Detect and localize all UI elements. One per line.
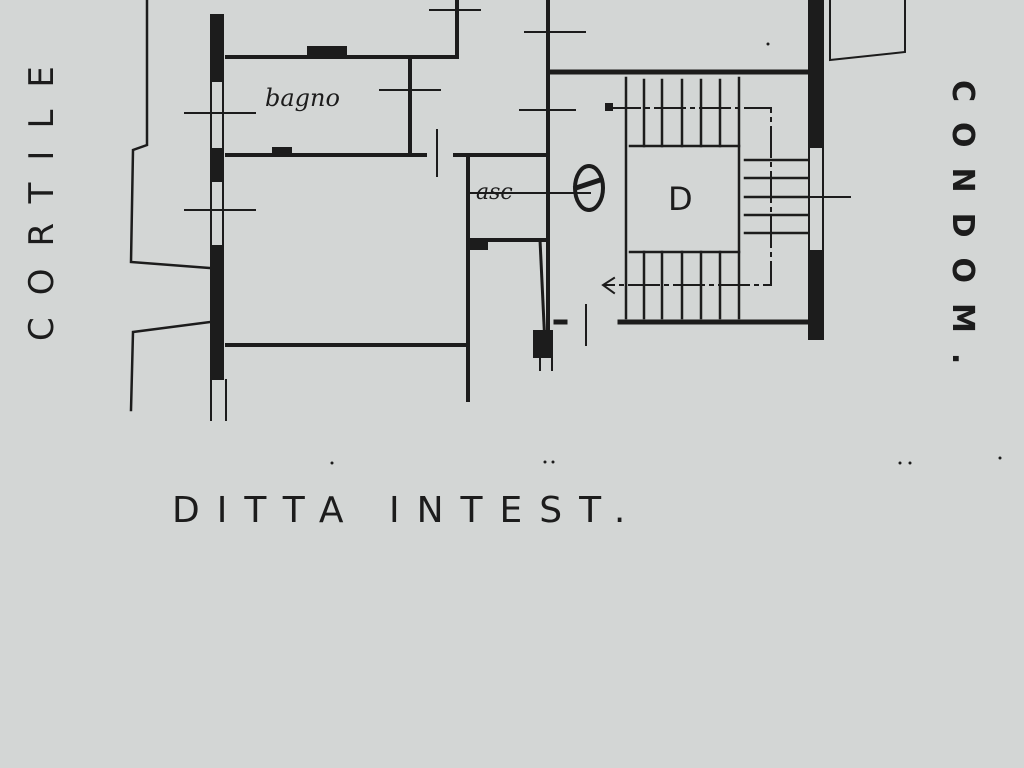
elevator-symbol-icon <box>572 164 605 212</box>
owner-company-label: DITTA INTEST. <box>172 490 643 531</box>
condominium-label: CONDOM. <box>945 80 980 385</box>
bathroom-label: bagno <box>265 84 340 112</box>
stair-label: D <box>668 180 693 218</box>
elevator-label: asc <box>476 180 513 205</box>
left-exterior-wall <box>210 14 227 421</box>
courtyard-label: CORTILE <box>22 44 62 341</box>
